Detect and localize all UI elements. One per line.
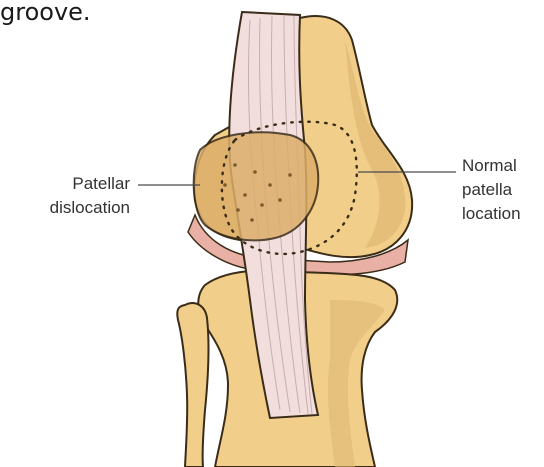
label-left-line-1: Patellar (8, 172, 130, 196)
fibula (177, 303, 208, 467)
label-right-line-3: location (462, 202, 544, 226)
label-right-line-1: Normal (462, 154, 544, 178)
label-normal-patella-location: Normal patella location (462, 154, 544, 226)
dislocated-patella (194, 132, 319, 240)
label-left-line-2: dislocation (8, 196, 130, 220)
label-right-line-2: patella (462, 178, 544, 202)
label-patellar-dislocation: Patellar dislocation (8, 172, 130, 220)
